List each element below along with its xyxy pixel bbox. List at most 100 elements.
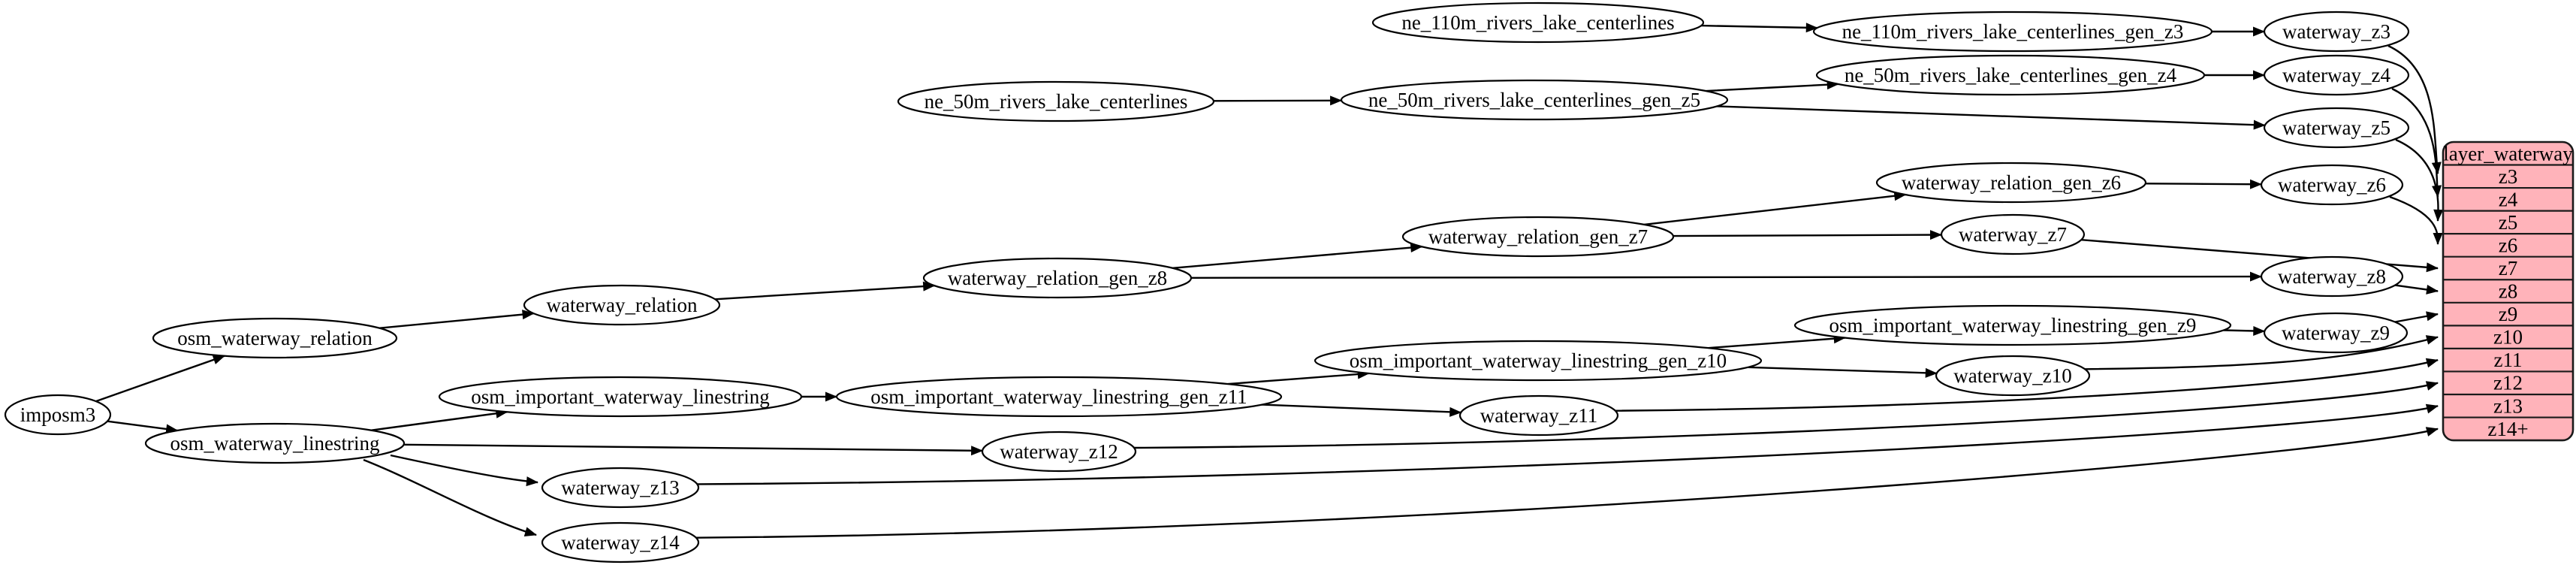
node-label-waterway_z13: waterway_z13 [561, 476, 679, 499]
node-label-imposm3: imposm3 [20, 403, 96, 426]
table-row-z11: z11 [2494, 349, 2523, 371]
edges-layer [95, 23, 2444, 539]
node-waterway_relation_gen_z7: waterway_relation_gen_z7 [1401, 216, 1675, 258]
node-ellipse-waterway_relation [523, 284, 721, 326]
node-osm_important_waterway_linestring_gen_z9: osm_important_waterway_linestring_gen_z9 [1793, 304, 2232, 346]
node-label-ne_50m_rivers_lake_centerlines_gen_z4: ne_50m_rivers_lake_centerlines_gen_z4 [1845, 64, 2177, 86]
edge-waterway_z4-to-layer_waterway.z4 [2391, 87, 2442, 198]
node-ellipse-waterway_z3 [2263, 11, 2410, 53]
node-label-waterway_relation_gen_z7: waterway_relation_gen_z7 [1428, 225, 1648, 248]
node-waterway_z8: waterway_z8 [2260, 255, 2404, 298]
node-label-waterway_z6: waterway_z6 [2278, 174, 2386, 196]
edge-osm_important_waterway_linestring_gen_z11-to-waterway_z11 [1262, 403, 1462, 417]
edge-osm_waterway_linestring-to-waterway_z13 [390, 454, 538, 487]
node-ellipse-waterway_z13 [541, 467, 700, 509]
edge-osm_waterway_relation-to-waterway_relation [379, 310, 535, 329]
edge-waterway_z11-to-layer_waterway.z11 [1615, 358, 2439, 412]
node-waterway_z13: waterway_z13 [541, 467, 700, 509]
table-row-z14+: z14+ [2487, 418, 2528, 440]
node-label-ne_110m_rivers_lake_centerlines_gen_z3: ne_110m_rivers_lake_centerlines_gen_z3 [1842, 20, 2184, 43]
node-ellipse-ne_50m_rivers_lake_centerlines [897, 80, 1215, 122]
node-imposm3: imposm3 [4, 394, 112, 436]
node-ellipse-osm_waterway_linestring [144, 422, 406, 464]
edge-imposm3-to-osm_waterway_linestring [107, 420, 179, 434]
node-label-waterway_z8: waterway_z8 [2278, 265, 2386, 288]
node-ellipse-ne_50m_rivers_lake_centerlines_gen_z4 [1815, 54, 2206, 96]
node-ne_50m_rivers_lake_centerlines: ne_50m_rivers_lake_centerlines [897, 80, 1215, 122]
node-osm_waterway_linestring: osm_waterway_linestring [144, 422, 406, 464]
node-waterway_z6: waterway_z6 [2260, 164, 2404, 206]
node-label-osm_important_waterway_linestring: osm_important_waterway_linestring [471, 385, 769, 408]
table-row-z3: z3 [2499, 165, 2517, 188]
node-osm_waterway_relation: osm_waterway_relation [152, 317, 398, 359]
node-ellipse-osm_waterway_relation [152, 317, 398, 359]
node-ellipse-waterway_z5 [2263, 107, 2410, 149]
node-label-osm_important_waterway_linestring_gen_z9: osm_important_waterway_linestring_gen_z9 [1829, 314, 2197, 337]
table-row-z12: z12 [2493, 372, 2523, 394]
node-label-waterway_relation_gen_z6: waterway_relation_gen_z6 [1902, 171, 2121, 194]
node-label-waterway_z7: waterway_z7 [1959, 223, 2067, 246]
node-osm_important_waterway_linestring_gen_z11: osm_important_waterway_linestring_gen_z1… [835, 376, 1283, 418]
node-waterway_z14: waterway_z14 [541, 521, 700, 563]
node-ellipse-waterway_z11 [1458, 394, 1619, 437]
node-waterway_z10: waterway_z10 [1935, 355, 2091, 397]
edge-waterway_relation_gen_z7-to-waterway_relation_gen_z6 [1644, 191, 1907, 226]
node-ellipse-imposm3 [4, 394, 112, 436]
node-ellipse-waterway_z9 [2263, 312, 2409, 354]
node-label-ne_50m_rivers_lake_centerlines_gen_z5: ne_50m_rivers_lake_centerlines_gen_z5 [1368, 89, 1700, 111]
edge-osm_waterway_linestring-to-waterway_z14 [363, 458, 537, 536]
node-label-waterway_z10: waterway_z10 [1953, 364, 2071, 387]
layer-waterway-table [2442, 140, 2574, 442]
node-waterway_z11: waterway_z11 [1458, 394, 1619, 437]
table-layer: layer_waterwayz3z4z5z6z7z8z9z10z11z12z13… [2442, 140, 2574, 442]
node-label-waterway_relation_gen_z8: waterway_relation_gen_z8 [948, 267, 1167, 289]
edge-ne_110m_rivers_lake_centerlines-to-ne_110m_rivers_lake_centerlines_gen_z3 [1701, 23, 1818, 33]
node-label-osm_waterway_linestring: osm_waterway_linestring [170, 432, 380, 455]
node-waterway_z3: waterway_z3 [2263, 11, 2410, 53]
table-title: layer_waterway [2443, 142, 2573, 165]
nodes-layer: imposm3 osm_waterway_relation osm_waterway… [4, 2, 2410, 563]
node-waterway_z9: waterway_z9 [2263, 312, 2409, 354]
edge-waterway_relation_gen_z8-to-waterway_z8 [1190, 271, 2262, 282]
table-row-z8: z8 [2499, 280, 2517, 303]
node-ellipse-ne_110m_rivers_lake_centerlines_gen_z3 [1812, 11, 2213, 53]
edge-waterway_z9-to-layer_waterway.z9 [2394, 311, 2439, 323]
node-label-waterway_z11: waterway_z11 [1480, 404, 1597, 427]
edge-osm_important_waterway_linestring_gen_z11-to-osm_important_waterway_linestring_gen_z10 [1227, 369, 1370, 385]
edge-waterway_z8-to-layer_waterway.z8 [2394, 284, 2439, 295]
node-ellipse-waterway_z4 [2263, 54, 2410, 96]
node-ellipse-osm_important_waterway_linestring_gen_z9 [1793, 304, 2232, 346]
node-label-osm_important_waterway_linestring_gen_z10: osm_important_waterway_linestring_gen_z1… [1350, 349, 1727, 372]
table-row-z4: z4 [2499, 188, 2518, 210]
edge-osm_important_waterway_linestring_gen_z10-to-osm_important_waterway_linestring_gen_z9 [1708, 334, 1846, 349]
node-label-waterway_relation: waterway_relation [547, 294, 698, 316]
node-ellipse-ne_50m_rivers_lake_centerlines_gen_z5 [1340, 79, 1729, 121]
node-ellipse-ne_110m_rivers_lake_centerlines [1371, 2, 1705, 44]
node-label-osm_waterway_relation: osm_waterway_relation [177, 327, 373, 349]
node-waterway_relation_gen_z8: waterway_relation_gen_z8 [922, 257, 1193, 299]
edge-waterway_z5-to-layer_waterway.z5 [2395, 138, 2444, 222]
node-ellipse-waterway_z12 [981, 431, 1137, 473]
table-row-z10: z10 [2493, 326, 2523, 349]
node-ellipse-osm_important_waterway_linestring [438, 376, 803, 418]
node-ellipse-osm_important_waterway_linestring_gen_z10 [1314, 340, 1763, 382]
node-label-ne_50m_rivers_lake_centerlines: ne_50m_rivers_lake_centerlines [925, 90, 1188, 113]
node-waterway_relation: waterway_relation [523, 284, 721, 326]
edge-waterway_relation-to-waterway_relation_gen_z8 [715, 281, 936, 301]
table-row-z6: z6 [2499, 234, 2517, 256]
table-row-z13: z13 [2493, 394, 2523, 417]
node-ellipse-osm_important_waterway_linestring_gen_z11 [835, 376, 1283, 418]
edge-osm_waterway_linestring-to-waterway_z12 [403, 443, 984, 456]
node-label-osm_important_waterway_linestring_gen_z11: osm_important_waterway_linestring_gen_z1… [870, 385, 1247, 408]
edge-waterway_relation_gen_z8-to-waterway_relation_gen_z7 [1172, 243, 1423, 269]
node-ellipse-waterway_relation_gen_z7 [1401, 216, 1675, 258]
edge-waterway_relation_gen_z6-to-waterway_z6 [2145, 179, 2262, 189]
node-label-ne_110m_rivers_lake_centerlines: ne_110m_rivers_lake_centerlines [1401, 11, 1674, 34]
edge-waterway_relation_gen_z7-to-waterway_z7 [1673, 230, 1942, 240]
node-ellipse-waterway_z10 [1935, 355, 2091, 397]
node-label-waterway_z12: waterway_z12 [1000, 440, 1118, 463]
table-row-z7: z7 [2499, 257, 2517, 279]
edge-waterway_z3-to-layer_waterway.z3 [2387, 44, 2442, 174]
node-waterway_z7: waterway_z7 [1940, 213, 2086, 255]
